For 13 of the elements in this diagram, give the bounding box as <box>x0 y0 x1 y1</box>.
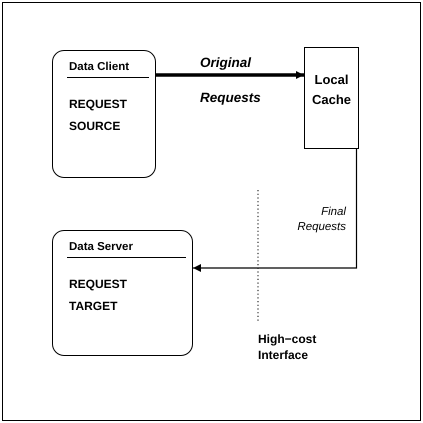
edge-label: Final Requests <box>296 205 346 235</box>
arrow <box>156 71 304 79</box>
component-box <box>52 50 156 178</box>
role-text: REQUEST TARGET <box>69 276 128 315</box>
component-box <box>52 230 193 356</box>
role-text: REQUEST SOURCE <box>69 96 128 135</box>
arrow <box>193 149 358 272</box>
cache-label: Local Cache <box>310 71 352 109</box>
cache-box <box>304 47 359 149</box>
component-title: Data Client <box>69 61 130 73</box>
component-title: Data Server <box>69 241 133 253</box>
edge-label: Original Requests <box>200 54 262 107</box>
interface-label: High−cost Interface <box>258 331 318 363</box>
